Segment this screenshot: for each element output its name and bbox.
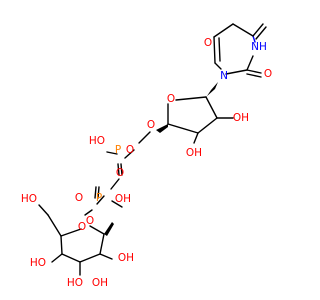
wedge-bond bbox=[156, 124, 168, 133]
wedge-bond bbox=[206, 82, 218, 97]
atom-ribose-oh2: OH bbox=[186, 147, 202, 159]
bond bbox=[205, 96, 218, 119]
bond bbox=[255, 26, 267, 40]
bond bbox=[214, 62, 222, 70]
bond bbox=[167, 123, 199, 134]
ribose-ring bbox=[156, 96, 234, 144]
bond bbox=[213, 36, 216, 64]
atom-hexose-oh3: HO bbox=[67, 277, 83, 289]
bond bbox=[193, 132, 199, 144]
bond bbox=[97, 186, 100, 199]
bond bbox=[246, 69, 262, 74]
bond bbox=[246, 73, 262, 78]
bond bbox=[61, 253, 81, 263]
phosphate-chain bbox=[84, 131, 151, 216]
bond bbox=[252, 23, 264, 37]
bond bbox=[225, 69, 248, 75]
structure-diagram: O NH O N O OH OH O P HO O O P OH O O O H… bbox=[21, 23, 272, 289]
bond bbox=[213, 23, 234, 38]
atom-p1: P bbox=[115, 144, 121, 156]
atom-o4: O bbox=[204, 37, 212, 49]
bond bbox=[252, 35, 256, 43]
atom-ch2oh: HO bbox=[21, 193, 37, 205]
atom-o2: O bbox=[264, 68, 272, 80]
bond bbox=[110, 178, 120, 190]
bond bbox=[138, 131, 151, 144]
bond bbox=[79, 253, 101, 263]
atom-hexose-oh4b: OH bbox=[92, 277, 108, 289]
atom-ribose-o5: O bbox=[147, 119, 155, 131]
bond bbox=[99, 253, 113, 260]
atom-ribose-ring-o: O bbox=[167, 93, 175, 105]
atom-p1-ho: HO bbox=[89, 135, 105, 147]
atom-p2-oh: OH bbox=[115, 193, 131, 205]
bond bbox=[111, 200, 123, 208]
bond bbox=[47, 214, 62, 237]
bond bbox=[232, 23, 254, 37]
atom-p1-o: O bbox=[126, 144, 134, 156]
atom-hexose-oh2: OH bbox=[118, 252, 134, 264]
bond bbox=[117, 163, 120, 176]
bond bbox=[38, 204, 49, 216]
atom-hexose-oh4: HO bbox=[30, 257, 46, 269]
bond bbox=[124, 149, 135, 159]
atom-p2-o: O bbox=[75, 192, 83, 204]
atom-p2: P bbox=[96, 192, 102, 204]
bond bbox=[96, 195, 105, 205]
bond bbox=[60, 228, 82, 237]
atom-n1: N bbox=[220, 70, 228, 82]
bond bbox=[175, 96, 207, 101]
atom-nh: NH bbox=[251, 41, 267, 53]
bond bbox=[120, 163, 123, 176]
bond bbox=[89, 225, 105, 235]
bond bbox=[60, 235, 63, 255]
bond bbox=[246, 55, 254, 71]
atom-sugar-ring-o: O bbox=[78, 221, 86, 233]
wedge-bond bbox=[104, 222, 114, 236]
bond bbox=[218, 37, 221, 62]
bond bbox=[99, 233, 105, 255]
bond bbox=[106, 151, 118, 155]
bond bbox=[51, 253, 63, 263]
bond bbox=[84, 209, 93, 216]
bond bbox=[94, 186, 97, 199]
hexose-ring bbox=[38, 204, 114, 276]
uracil-ring bbox=[213, 23, 267, 78]
atom-sugar-o1: O bbox=[86, 215, 94, 227]
atom-ribose-oh3: OH bbox=[233, 112, 249, 124]
bond bbox=[197, 117, 218, 134]
atom-bridge-o: O bbox=[116, 167, 124, 179]
molecule-canvas: O NH O N O OH OH O P HO O O P OH O O O H… bbox=[21, 23, 272, 289]
